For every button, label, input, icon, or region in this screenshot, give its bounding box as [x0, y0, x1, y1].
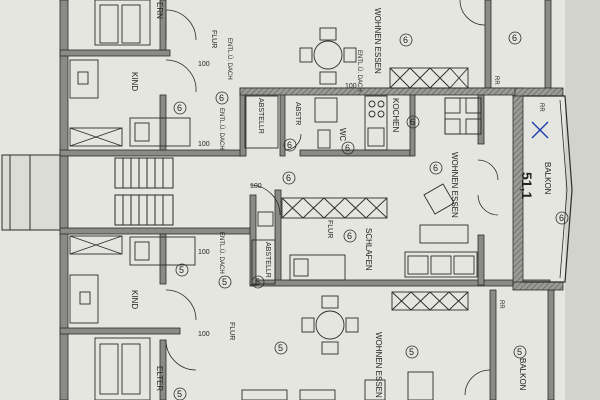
- marker-15: 5: [409, 347, 414, 357]
- marker-13: 5: [255, 277, 260, 287]
- room-wohnen-top: WOHNEN ESSEN: [373, 8, 382, 74]
- note-100-6: 100: [345, 83, 357, 90]
- marker-labels: 6 6 6 6 6 6 6 6 6 6 6 5 5 5 5 5 5 5: [177, 33, 564, 399]
- balcony-rail-lower: [559, 189, 568, 279]
- room-flur-top: FLUR: [210, 30, 217, 48]
- note-100-5: 100: [198, 331, 210, 338]
- room-rr-top: RR: [493, 76, 499, 85]
- note-100-1: 100: [198, 61, 210, 68]
- marker-17: 5: [517, 347, 522, 357]
- marker-18: 5: [222, 277, 227, 287]
- marker-5: 6: [410, 117, 415, 127]
- marker-12: 5: [179, 265, 184, 275]
- balcony-rail: [559, 99, 568, 191]
- marker-7: 6: [287, 140, 292, 150]
- room-abstr: ABSTR: [294, 102, 301, 125]
- room-balkon-bottom: BALKON: [518, 358, 527, 391]
- note-entl-1: ENTL.Ü. DACH: [226, 38, 233, 80]
- room-rr-mid: RR: [538, 103, 544, 112]
- marker-14: 5: [278, 343, 283, 353]
- note-entl-2: ENTL.Ü. DACH: [218, 108, 225, 150]
- room-flur-mid: FLUR: [326, 220, 333, 238]
- handwritten-marks: 51,1: [519, 121, 549, 199]
- room-kind-bottom: KIND: [130, 290, 139, 309]
- room-kind-top: KIND: [130, 72, 139, 91]
- marker-3: 6: [177, 103, 182, 113]
- paper-shadow-right: [565, 0, 600, 400]
- staircase: [1, 154, 174, 231]
- marker-8: 6: [286, 173, 291, 183]
- balcony-outline: [523, 95, 573, 283]
- marker-9: 6: [433, 163, 438, 173]
- room-labels: KIND KIND ERN ELTER WOHNEN ESSEN KOCHEN …: [130, 2, 552, 398]
- room-abstellr-top: ABSTELLR: [257, 98, 264, 134]
- room-rr-bottom: RR: [498, 300, 504, 309]
- note-entl-3: ENTL.Ü. DACH: [218, 232, 225, 274]
- room-kochen: KOCHEN: [391, 98, 400, 132]
- marker-4: 6: [219, 93, 224, 103]
- abstellr-box-top: [244, 95, 279, 149]
- note-100-3: 100: [250, 183, 262, 190]
- marker-10: 6: [347, 231, 352, 241]
- marker-16: 5: [177, 389, 182, 399]
- furniture: [69, 0, 482, 400]
- room-balkon-right: BALKON: [543, 162, 552, 195]
- marker-6: 6: [345, 143, 350, 153]
- marker-11: 6: [559, 213, 564, 223]
- room-schlafen: SCHLAFEN: [364, 228, 373, 271]
- room-eltern-bottom: ELTER: [155, 366, 164, 391]
- room-abstellr-mid: ABSTELLR: [264, 242, 271, 278]
- hatched-walls: [239, 87, 564, 291]
- circle-markers: [173, 31, 569, 400]
- note-100-2: 100: [198, 141, 210, 148]
- handwritten-area: 51,1: [519, 172, 535, 199]
- room-wohnen-bottom: WOHNEN ESSEN: [374, 332, 383, 398]
- note-entl-4: ENTL.Ü. DACH: [356, 50, 363, 92]
- door-swings: [165, 0, 499, 396]
- marker-2: 6: [512, 33, 517, 43]
- room-eltern-top: ERN: [155, 2, 164, 19]
- annotations: ENTL.Ü. DACH ENTL.Ü. DACH ENTL.Ü. DACH E…: [198, 38, 363, 338]
- pen-cross-b: [531, 121, 549, 139]
- room-flur-bottom: FLUR: [228, 322, 235, 340]
- note-100-4: 100: [198, 249, 210, 256]
- room-wc: WC: [338, 128, 347, 142]
- room-wohnen-mid: WOHNEN ESSEN: [450, 152, 459, 218]
- marker-1: 6: [403, 35, 408, 45]
